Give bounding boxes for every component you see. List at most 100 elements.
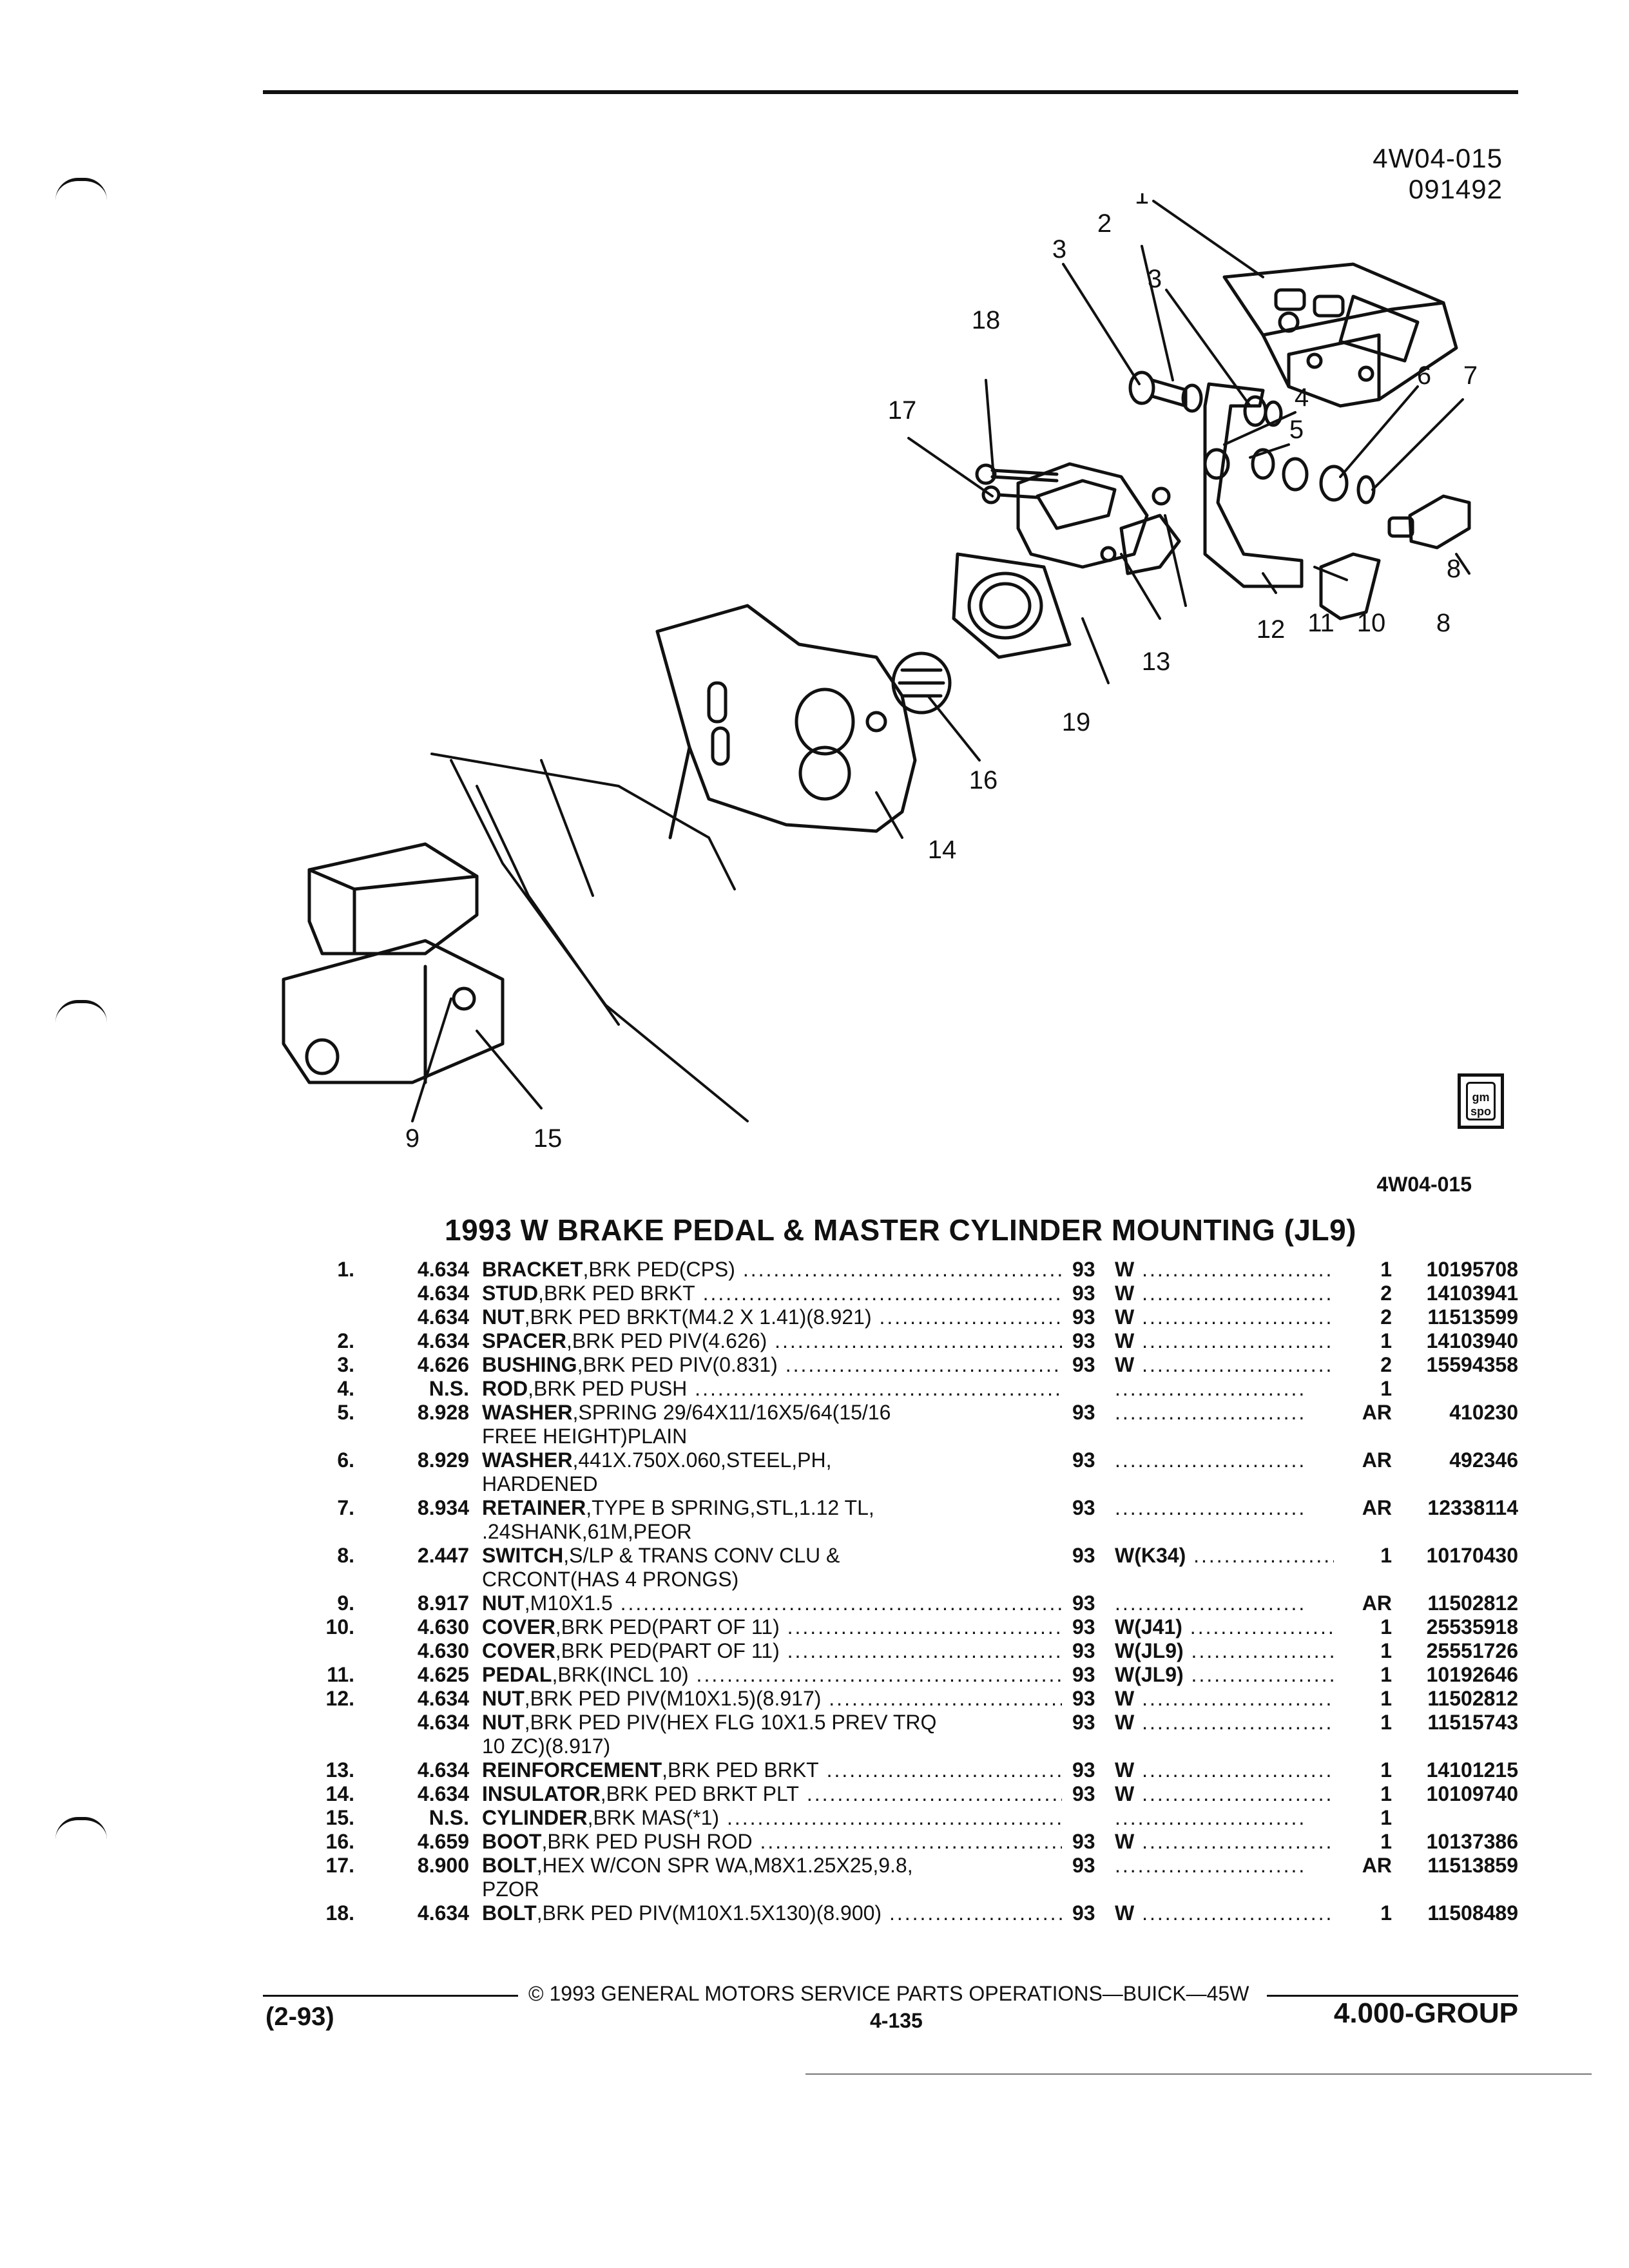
part-name: PEDAL	[482, 1663, 552, 1686]
part-name: REINFORCEMENT	[482, 1758, 662, 1782]
pedal-cover-drawing	[1319, 552, 1381, 620]
callout-number: 3	[1052, 235, 1066, 264]
part-description: STUD,BRK PED BRKT ......................…	[482, 1282, 1075, 1305]
callout-number: 19	[1062, 708, 1091, 736]
model-year: 93	[1072, 1448, 1095, 1472]
part-detail: ,BRK PED BRKT	[538, 1282, 695, 1305]
quantity: 1	[1380, 1806, 1392, 1829]
parts-list: 1. 4.634 BRACKET,BRK PED(CPS) ............…	[284, 1258, 1521, 1925]
model-code: .........................	[1115, 1401, 1334, 1425]
part-description: COVER,BRK PED(PART OF 11) ..............…	[482, 1615, 1075, 1639]
group-number: N.S.	[429, 1806, 469, 1829]
leader-dots: .........................	[1134, 1282, 1334, 1305]
parts-row: 15. N.S. CYLINDER,BRK MAS(*1) ............…	[284, 1806, 1521, 1830]
callout-number: 1	[1135, 193, 1149, 209]
part-detail: ,BRK PED PIV(HEX FLG 10X1.5 PREV TRQ	[524, 1711, 937, 1734]
footer-rule-left	[263, 1995, 518, 1997]
leader-dots: .........................	[1134, 1353, 1334, 1376]
model-code: .........................	[1115, 1496, 1334, 1520]
model-year: 93	[1072, 1663, 1095, 1686]
callout-number: 12	[1257, 615, 1286, 644]
quantity: 1	[1380, 1663, 1392, 1686]
part-description: BUSHING,BRK PED PIV(0.831) .............…	[482, 1353, 1075, 1377]
leader-dots: .........................	[1134, 1782, 1334, 1805]
model-code: .........................	[1115, 1377, 1334, 1401]
model-code: W .........................	[1115, 1353, 1334, 1377]
leader-dots: .........................	[1115, 1591, 1307, 1615]
callout-number: 16	[969, 766, 998, 794]
callout-number: 10	[1357, 609, 1386, 637]
group-number: 4.634	[417, 1305, 469, 1329]
part-number: 11513599	[1427, 1305, 1518, 1329]
quantity: 1	[1380, 1901, 1392, 1925]
part-name: SPACER	[482, 1329, 566, 1352]
part-number: 10195708	[1426, 1258, 1518, 1281]
bracket-drawing	[1222, 262, 1458, 408]
washers-drawing	[1251, 448, 1376, 505]
callout-number: 2	[1097, 209, 1112, 238]
page-title: 1993 W BRAKE PEDAL & MASTER CYLINDER MOU…	[445, 1213, 1357, 1247]
model-year: 93	[1072, 1639, 1095, 1662]
bottom-rule	[805, 2073, 1592, 2075]
group-number: 4.630	[417, 1615, 469, 1639]
part-detail-continued: 10 ZC)(8.917)	[482, 1735, 611, 1758]
leader-dots: ........................................…	[760, 1830, 1063, 1853]
part-detail: ,441X.750X.060,STEEL,PH,	[572, 1448, 832, 1472]
item-number: 4.	[337, 1377, 354, 1400]
leader-dots: ........................................…	[889, 1901, 1062, 1925]
leader-dots: .........................	[1115, 1496, 1307, 1519]
firewall-outline	[430, 753, 749, 1122]
leader-dots: ........................................…	[742, 1258, 1062, 1281]
group-number: 8.928	[417, 1401, 469, 1424]
quantity: 1	[1380, 1782, 1392, 1805]
part-description: CYLINDER,BRK MAS(*1) ...................…	[482, 1806, 1075, 1830]
callout-number: 7	[1463, 361, 1478, 390]
callout-number: 3	[1148, 265, 1162, 293]
scan-mark	[55, 1817, 107, 1840]
scan-mark	[55, 1000, 107, 1023]
callout-number: 18	[972, 306, 1001, 334]
part-number: 11502812	[1427, 1687, 1518, 1710]
part-number: 10137386	[1426, 1830, 1518, 1853]
part-description: REINFORCEMENT,BRK PED BRKT .............…	[482, 1758, 1075, 1782]
leader-dots: ........................................…	[787, 1615, 1062, 1639]
group-number: 4.634	[417, 1782, 469, 1805]
leader-dots: ........................................…	[879, 1305, 1062, 1329]
leader-dots: .........................	[1190, 1615, 1334, 1639]
item-number: 1.	[337, 1258, 354, 1281]
part-name: COVER	[482, 1639, 555, 1662]
copyright-notice: © 1993 GENERAL MOTORS SERVICE PARTS OPER…	[528, 1982, 1249, 2005]
part-description: BRACKET,BRK PED(CPS) ...................…	[482, 1258, 1075, 1282]
part-name: BUSHING	[482, 1353, 577, 1376]
item-number: 15.	[325, 1806, 354, 1829]
model-series: W	[1115, 1353, 1135, 1376]
model-code: .........................	[1115, 1448, 1334, 1472]
insulator-drawing	[952, 552, 1072, 659]
group-number: 4.634	[417, 1711, 469, 1734]
model-year: 93	[1072, 1305, 1095, 1329]
model-series: W(K34)	[1115, 1544, 1186, 1567]
item-number: 6.	[337, 1448, 354, 1472]
part-description: COVER,BRK PED(PART OF 11) ..............…	[482, 1639, 1075, 1663]
leader-dots: .........................	[1134, 1687, 1334, 1710]
quantity: 1	[1380, 1711, 1392, 1734]
part-detail: ,BRK PED PIV(M10X1.5X130)(8.900)	[536, 1901, 882, 1925]
model-series: W	[1115, 1687, 1135, 1710]
part-number: 14103940	[1426, 1329, 1518, 1352]
model-year: 93	[1072, 1544, 1095, 1567]
leader-dots: ........................................…	[620, 1591, 1062, 1615]
gm-spo-logo: gm spo	[1458, 1073, 1504, 1129]
leader-dots: .........................	[1191, 1663, 1334, 1686]
part-name: STUD	[482, 1282, 539, 1305]
part-number: 15594358	[1426, 1353, 1518, 1376]
footer-rule-right	[1267, 1995, 1518, 1997]
callout-number: 8	[1447, 555, 1461, 583]
leader-dots: ........................................…	[702, 1282, 1062, 1305]
item-number: 13.	[325, 1758, 354, 1782]
group-number: N.S.	[429, 1377, 469, 1400]
